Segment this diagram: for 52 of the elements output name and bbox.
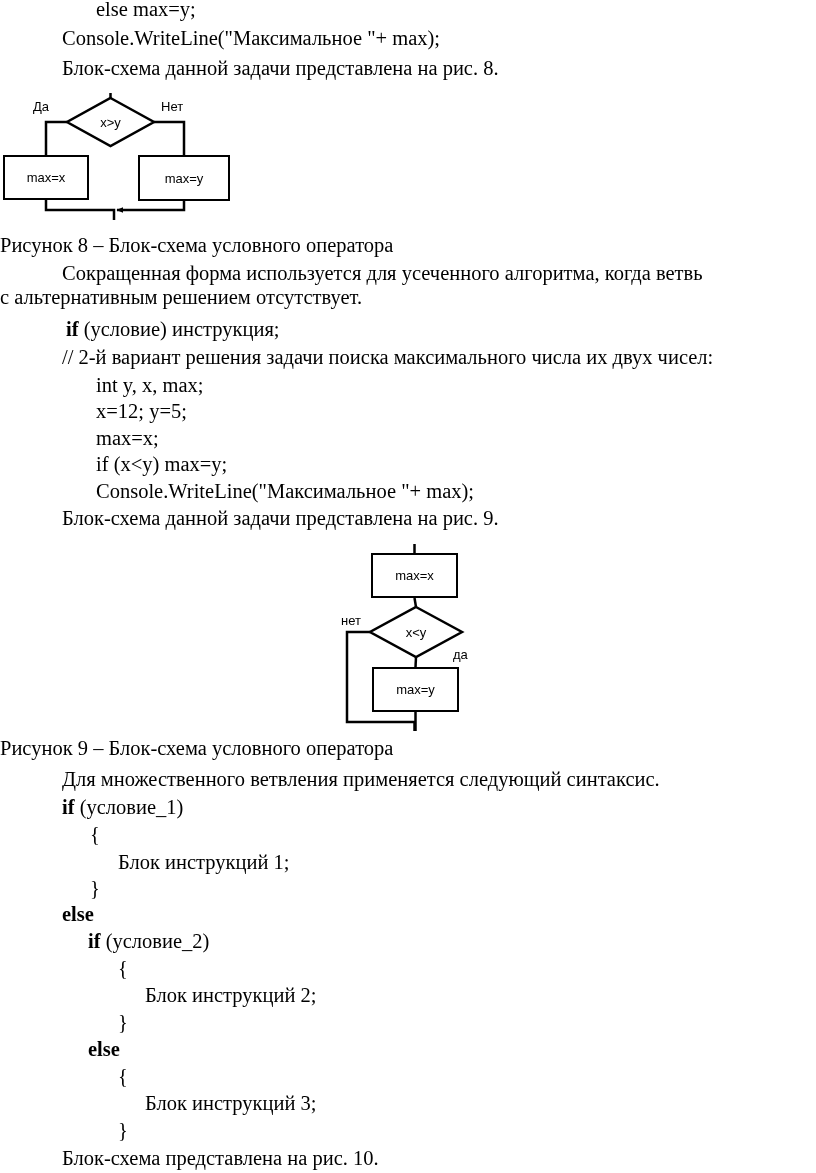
text-line: {	[118, 1064, 128, 1088]
connector-line	[413, 544, 416, 553]
text-line: int y, x, max;	[96, 373, 204, 397]
text-line: {	[90, 822, 100, 846]
text-line: // 2-й вариант решения задачи поиска максимального числа их двух чисел:	[62, 345, 714, 369]
connector-line	[44, 200, 116, 220]
connector-line	[414, 656, 418, 668]
node-text: max=x	[26, 170, 66, 185]
text-line: if (условие_2)	[88, 929, 210, 953]
text-line: Console.WriteLine("Максимальное "+ max);	[62, 26, 441, 50]
text-line: }	[118, 1010, 128, 1034]
connector-line	[109, 93, 112, 98]
node-text: max=y	[164, 170, 204, 186]
text-line: if (условие) инструкция;	[66, 317, 280, 341]
text-line: if (x<y) max=y;	[96, 452, 228, 476]
connector-line	[116, 201, 186, 213]
text-line: Рисунок 9 – Блок-схема условного оператора	[0, 736, 394, 760]
text-line: Console.WriteLine("Максимальное "+ max);	[96, 479, 475, 503]
text-line: Блок инструкций 3;	[145, 1091, 317, 1115]
text-line: Для множественного ветвления применяется следующий синтаксис.	[62, 767, 660, 791]
text-line: else	[62, 902, 94, 926]
connector-line	[154, 120, 186, 155]
text-line: if (условие_1)	[62, 795, 184, 819]
text-line: }	[118, 1118, 128, 1142]
text-line: else	[88, 1037, 120, 1061]
text-line: Сокращенная форма используется для усеченного алгоритма, когда ветвь с альтернативным решением отсутствует.	[0, 261, 704, 309]
process-box	[371, 553, 458, 598]
connector-line	[345, 630, 416, 731]
process-box	[372, 667, 459, 712]
text-line: Рисунок 8 – Блок-схема условного оператора	[0, 233, 394, 257]
node-text: x<y	[405, 624, 427, 640]
text-line: Блок инструкций 1;	[118, 850, 290, 874]
node-text: max=y	[396, 682, 435, 697]
connector-line	[414, 712, 417, 731]
text-line: Блок-схема данной задачи представлена на рис. 9.	[62, 506, 499, 530]
connector-line	[413, 597, 418, 608]
decision-diamond	[67, 98, 154, 146]
text-line: Блок-схема данной задачи представлена на рис. 8.	[62, 56, 499, 80]
text-line: else max=y;	[96, 0, 196, 21]
text-line: {	[118, 956, 128, 980]
text-line: x=12; y=5;	[96, 399, 187, 423]
node-text: max=x	[395, 568, 434, 583]
connector-line	[44, 120, 67, 155]
node-text: x>y	[100, 114, 121, 130]
process-box	[3, 155, 89, 200]
edge-label: Да	[32, 99, 51, 114]
edge-label: Нет	[160, 99, 185, 114]
text-line: }	[90, 876, 100, 900]
process-box	[138, 155, 230, 201]
text-line: max=x;	[96, 426, 159, 450]
text-line: Блок-схема представлена на рис. 10.	[62, 1146, 379, 1170]
text-line: Блок инструкций 2;	[145, 983, 317, 1007]
